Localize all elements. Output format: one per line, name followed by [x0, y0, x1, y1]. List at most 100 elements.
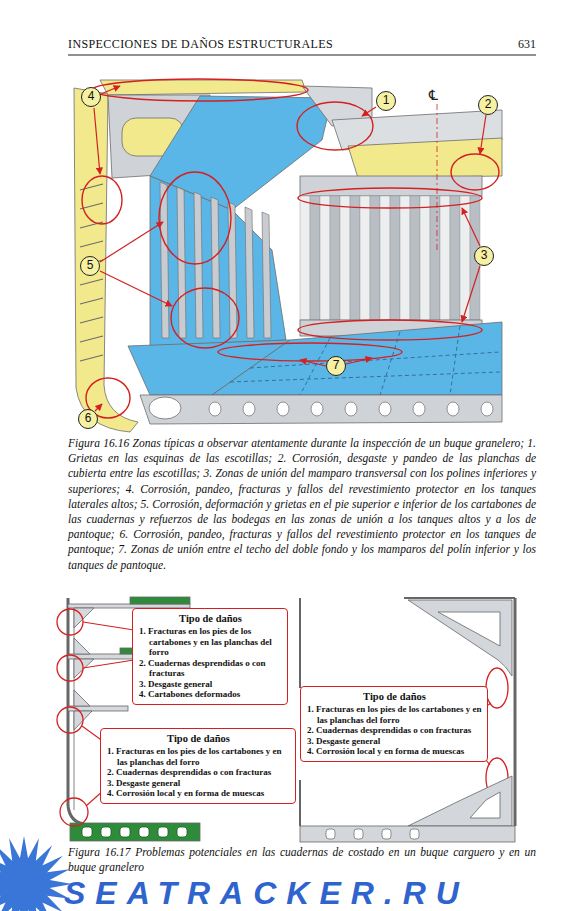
tank-frames: [80, 355, 103, 361]
leader-line: [101, 86, 120, 94]
corrugated-bulkhead: [430, 196, 440, 320]
watermark: SEATRACKER.RU: [64, 876, 564, 910]
leader-line: [100, 271, 172, 306]
side-frames: [245, 207, 254, 338]
corrugated-bulkhead: [320, 196, 330, 320]
inspection-zone: [159, 172, 231, 264]
double-bottom-holes: [243, 402, 255, 416]
inspection-zone: [171, 288, 239, 348]
cargo-ship-side: [130, 597, 190, 604]
leader-line: [480, 115, 486, 154]
damage-item: 2. Cuadernas desprendidas o con fractura…: [139, 658, 282, 679]
side-frames: [211, 197, 220, 338]
side-frames: [194, 192, 203, 338]
damage-item: 1. Fracturas en los pies de los cartabon…: [307, 704, 482, 725]
inspection-zone: [82, 176, 122, 224]
inspection-zone: [297, 102, 373, 150]
corrugated-bulkhead: [400, 196, 410, 320]
box-heading: Tipo de daños: [139, 612, 282, 625]
callout-text: 6: [79, 410, 97, 427]
tank-frames: [80, 298, 103, 304]
inspection-zone: [92, 79, 308, 101]
floor-holes: [326, 829, 335, 839]
figure-caption: Figura 16.17 Problemas potenciales en la…: [68, 845, 536, 874]
damage-item: 3. Desgaste general: [307, 736, 482, 747]
damage-item: 1. Fracturas en los pies de los cartabon…: [107, 746, 290, 767]
corrugated-bulkhead: [360, 196, 370, 320]
leader-line: [362, 107, 376, 116]
running-head: INSPECCIONES DE DAÑOS ESTRUCTURALES: [68, 37, 468, 52]
callout-text: 1: [377, 92, 395, 109]
damage-item: 2. Cuadernas desprendidas o con fractura…: [307, 725, 482, 736]
floor-holes: [139, 827, 149, 837]
double-bottom-holes: [209, 402, 221, 416]
cargo-ship-side: [68, 806, 84, 824]
bulk-carrier-side: [300, 598, 515, 842]
floor-lines: [230, 372, 500, 382]
floor-holes: [82, 827, 187, 837]
double-bottom-holes: [413, 402, 425, 416]
double-bottom-holes: [345, 402, 357, 416]
callout-number: 4: [81, 87, 101, 107]
cargo-ship-side: [67, 598, 70, 806]
tank-frames: [80, 336, 103, 342]
callout-number: 7: [326, 356, 346, 376]
damage-zone: [57, 707, 83, 733]
cargo-ship-side: [70, 823, 200, 841]
damage-zone: [57, 609, 508, 826]
leader-line: [462, 208, 480, 246]
cross-deck-underside: [348, 138, 502, 178]
corrugated-bulkhead: [370, 196, 380, 320]
callout-number: 2: [478, 95, 498, 115]
centerline-symbol: ℄: [429, 87, 447, 103]
box-heading: Tipo de daños: [307, 690, 482, 703]
double-bottom-holes: [379, 402, 391, 416]
corrugated-bulkhead: [300, 196, 310, 320]
bulk-carrier-side: [438, 612, 500, 646]
side-inner-plating: [150, 176, 286, 346]
bulk-carrier-side: [408, 600, 512, 676]
centerline: [437, 104, 438, 250]
page-number: 631: [496, 37, 536, 52]
side-frames: [262, 212, 271, 338]
tank-frames: [80, 222, 103, 228]
inspection-zone: [82, 79, 499, 418]
bulk-carrier-side: [299, 780, 301, 826]
upper-stool: [300, 176, 482, 196]
inspection-zone: [451, 154, 499, 190]
tank-frames: [80, 317, 103, 323]
corrugated-bulkhead: [440, 196, 450, 320]
floor-lines: [380, 332, 400, 395]
damage-item: 1. Fracturas en los pies de los cartabon…: [139, 626, 282, 658]
corrugated-bulkhead: [340, 196, 350, 320]
corrugated-bulkhead: [410, 196, 420, 320]
leader-line: [94, 108, 100, 174]
bulk-carrier-side: [300, 826, 515, 842]
double-bottom-holes: [277, 402, 289, 416]
corrugated-bulkhead: [330, 196, 340, 320]
tank-frames: [80, 241, 103, 247]
callout-text: 5: [81, 257, 99, 274]
floor-holes: [120, 827, 130, 837]
figure-caption: Figura 16.16 Zonas típicas a observar at…: [68, 436, 536, 573]
inspection-zone: [218, 343, 402, 361]
floor-holes: [326, 829, 419, 839]
bulk-carrier-side: [299, 598, 301, 688]
bulk-carrier-side: [404, 597, 515, 599]
double-bottom-holes: [311, 402, 323, 416]
corrugated-bulkhead: [390, 196, 400, 320]
tank-frames: [80, 279, 103, 285]
callout-number: 1: [376, 91, 396, 111]
bulk-carrier-side: [470, 792, 500, 818]
pointer-line: [488, 703, 491, 705]
leader-line: [94, 86, 486, 411]
corrugated-bulkhead: [450, 196, 460, 320]
floor-holes: [410, 829, 419, 839]
cargo-ship-side: [74, 638, 90, 654]
callout-text: 4: [82, 88, 100, 105]
damage-item: 3. Desgaste general: [107, 778, 290, 789]
bilge-opening: [149, 397, 181, 419]
leader-line: [462, 266, 480, 322]
corrugated-bulkhead: [300, 196, 480, 320]
leader-line: [95, 404, 102, 411]
